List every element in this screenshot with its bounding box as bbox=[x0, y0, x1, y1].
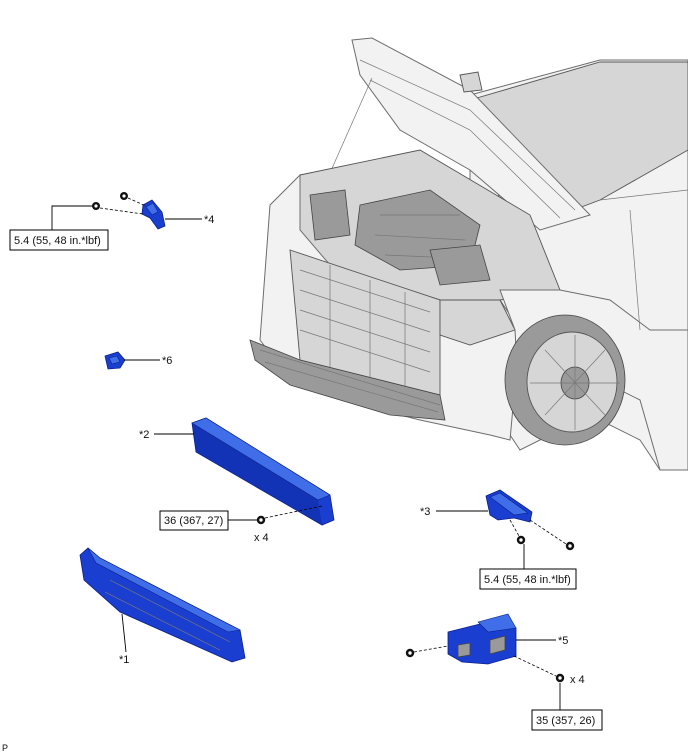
bolt-icon bbox=[516, 535, 526, 545]
figure-code: P bbox=[2, 743, 8, 753]
torque-box-right bbox=[479, 568, 577, 590]
bolt-icon bbox=[120, 192, 128, 200]
part-3-bracket bbox=[485, 489, 533, 523]
torque-right-text: 5.4 (55, 48 in.*lbf) bbox=[484, 574, 571, 586]
part-1-label: *1 bbox=[119, 654, 129, 666]
part-1-absorber bbox=[79, 547, 246, 663]
bolt-icon bbox=[256, 515, 266, 525]
part-4-bracket bbox=[141, 199, 166, 230]
part-5-bracket bbox=[447, 613, 517, 665]
part-5-label: *5 bbox=[558, 635, 568, 647]
torque-upper-left-text: 5.4 (55, 48 in.*lbf) bbox=[14, 235, 101, 247]
torque-box-upper-left bbox=[9, 229, 109, 251]
bolt-icon bbox=[92, 202, 100, 210]
bolt-icon bbox=[405, 648, 415, 658]
torque-box-reinforcement bbox=[159, 510, 229, 531]
torque-lower-text: 35 (357, 26) bbox=[536, 715, 595, 727]
part-2-label: *2 bbox=[139, 429, 149, 441]
torque-box-lower bbox=[531, 709, 603, 731]
part-6-clip bbox=[104, 351, 126, 370]
part-3-label: *3 bbox=[420, 506, 430, 518]
part-1-leader bbox=[121, 613, 127, 653]
vehicle-illustration bbox=[249, 37, 688, 471]
torque-leader bbox=[51, 205, 93, 230]
part-2-reinforcement bbox=[191, 417, 335, 526]
quantity-lower-bracket: x 4 bbox=[570, 674, 585, 686]
part-6-label: *6 bbox=[162, 355, 172, 367]
quantity-reinforcement: x 4 bbox=[254, 532, 269, 544]
bolt-icon bbox=[565, 541, 575, 551]
part-4-label: *4 bbox=[204, 214, 214, 226]
torque-reinforcement-text: 36 (367, 27) bbox=[164, 515, 223, 527]
bolt-icon bbox=[555, 673, 565, 683]
